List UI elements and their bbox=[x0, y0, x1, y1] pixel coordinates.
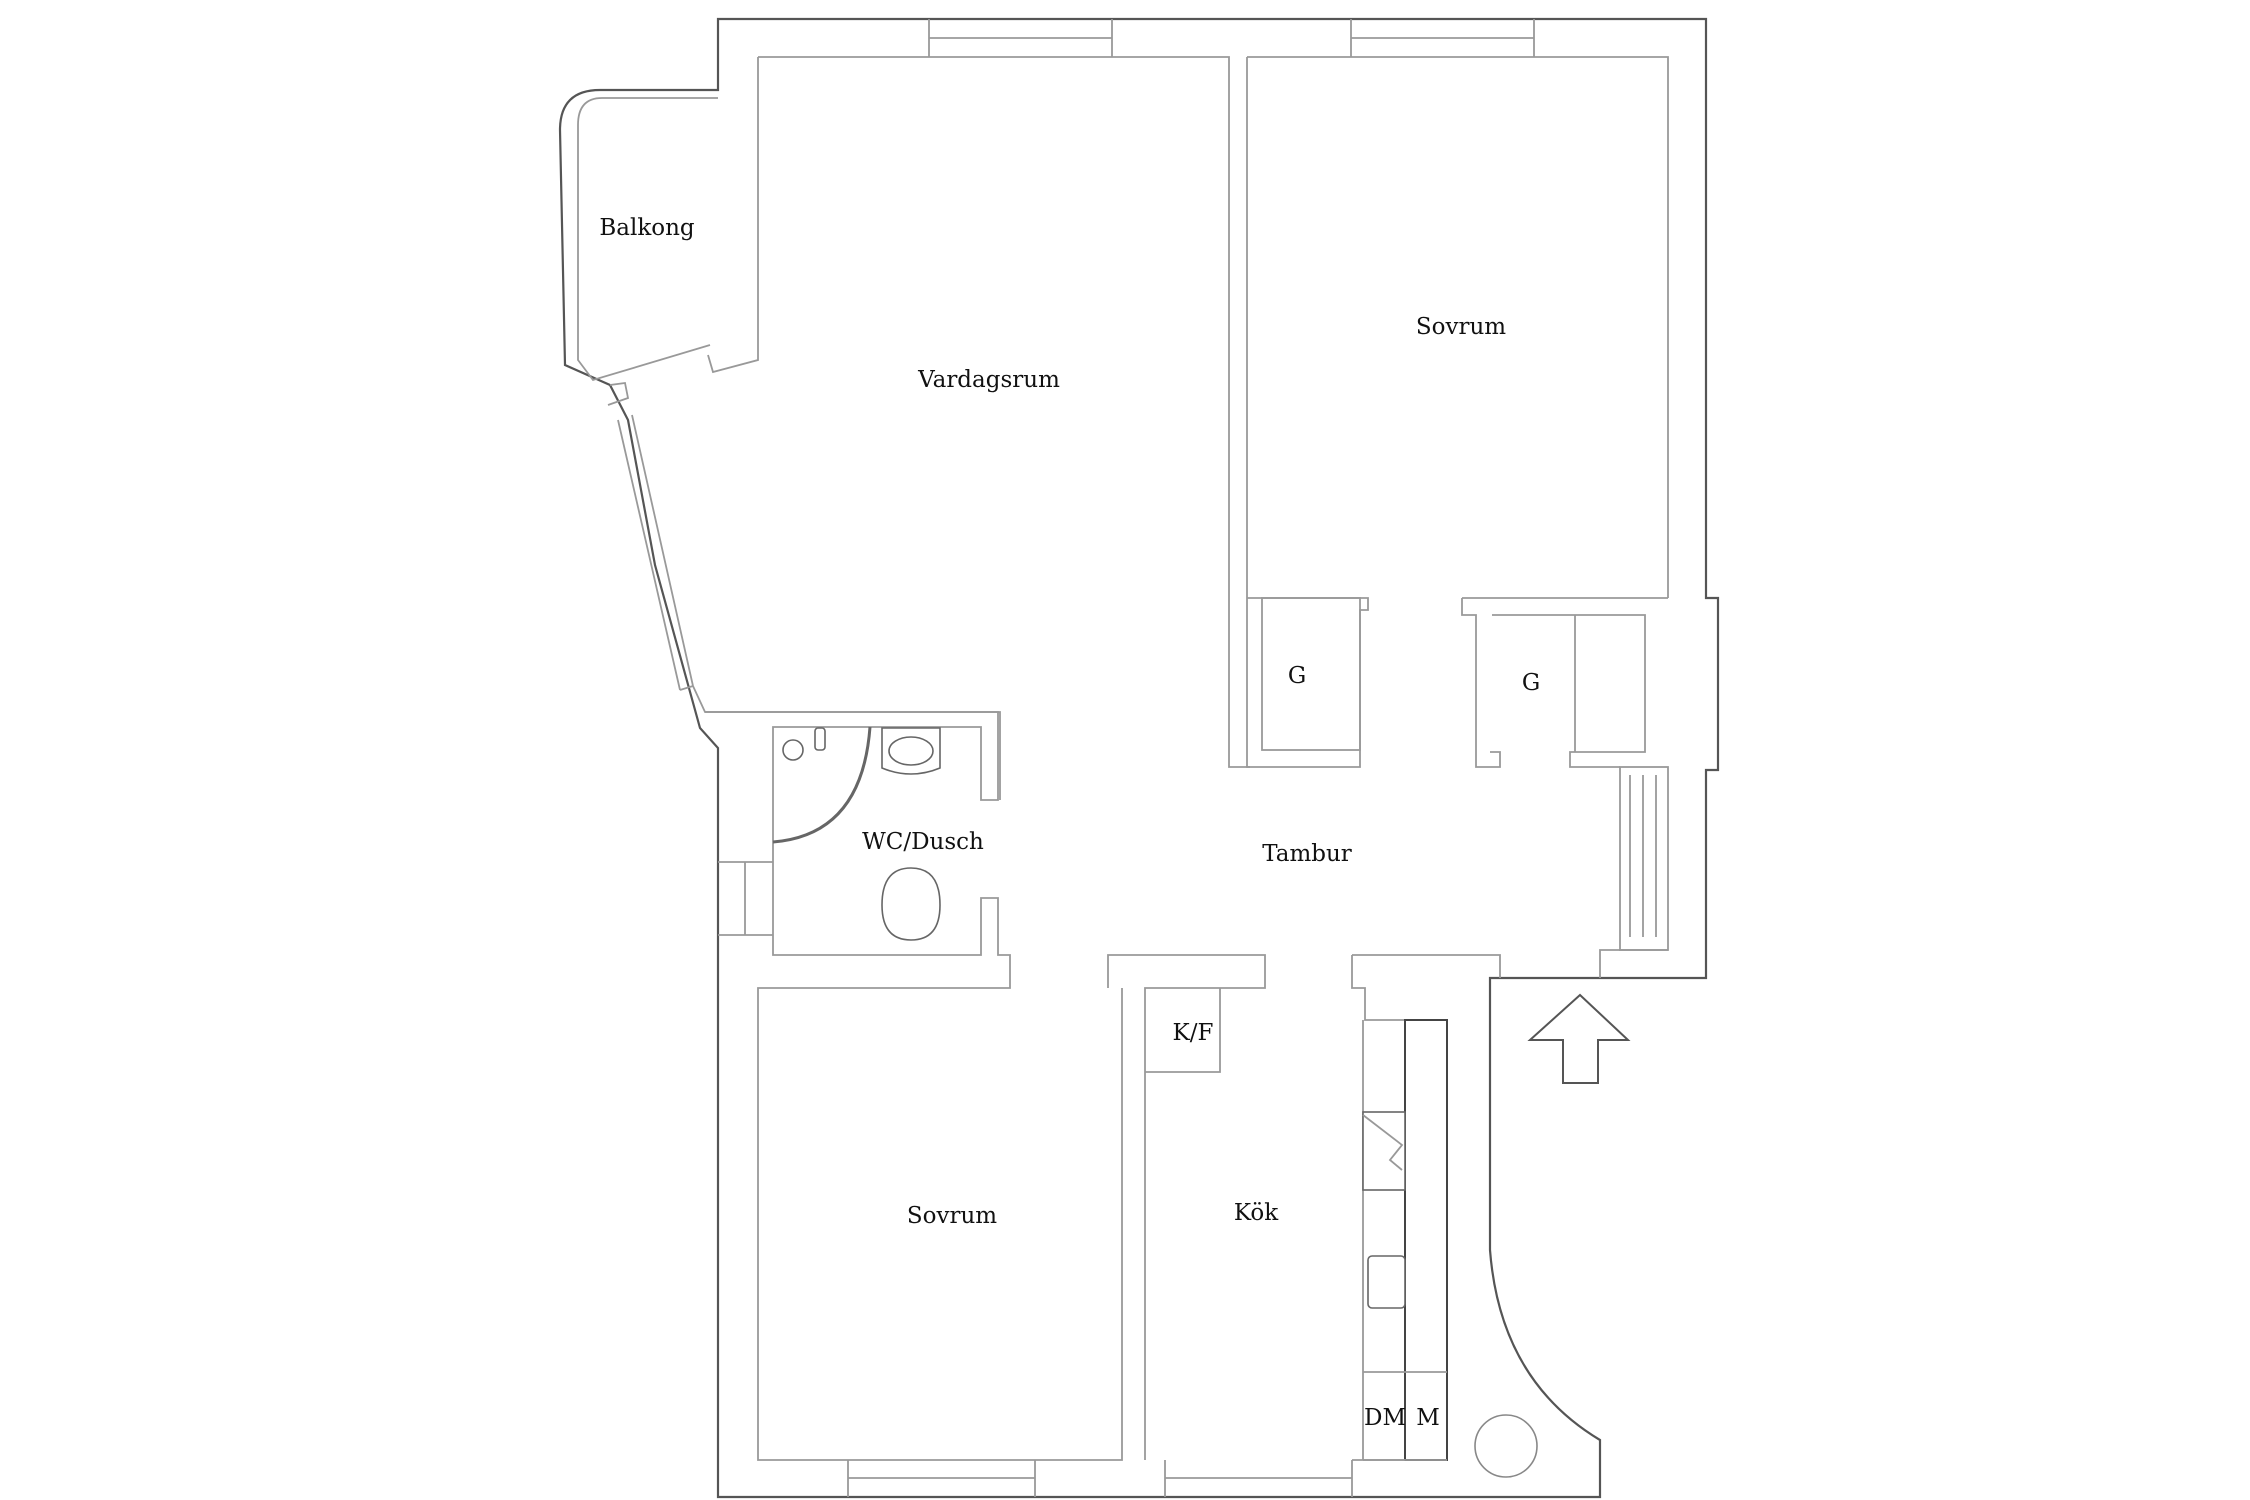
window-wc bbox=[718, 861, 773, 936]
room-label-sovrum: Sovrum bbox=[1415, 314, 1507, 340]
toilet-icon bbox=[881, 867, 941, 941]
room-label-garderob: G bbox=[1287, 663, 1307, 689]
garderob-1 bbox=[1261, 597, 1361, 751]
balcony-inner bbox=[577, 97, 718, 382]
radiator bbox=[1619, 766, 1669, 951]
sovrum-right-walls bbox=[1246, 56, 1669, 768]
shower-head-icon bbox=[814, 727, 826, 751]
kitchen-sink-icon bbox=[1367, 1255, 1406, 1309]
label-microwave: M bbox=[1416, 1405, 1440, 1431]
living-left-wall bbox=[607, 381, 1001, 800]
wc-walls bbox=[705, 711, 1123, 1461]
room-label-tambur: Tambur bbox=[1262, 841, 1352, 867]
kitchen-walls bbox=[1107, 954, 1501, 1460]
radiator-fins bbox=[1629, 775, 1657, 937]
room-label-garderob: G bbox=[1521, 670, 1541, 696]
kitchen-counter bbox=[1404, 1019, 1448, 1461]
room-label-sovrum: Sovrum bbox=[906, 1203, 998, 1229]
window-bottom-left bbox=[847, 1460, 1036, 1497]
stair-column-icon bbox=[1474, 1414, 1538, 1478]
window-top-right bbox=[1350, 19, 1535, 57]
window-bottom-right bbox=[1164, 1460, 1353, 1497]
room-label-wc-dusch: WC/Dusch bbox=[862, 829, 984, 855]
room-label-kf: K/F bbox=[1172, 1020, 1214, 1046]
room-label-kok: Kök bbox=[1233, 1200, 1279, 1226]
shower-door bbox=[772, 726, 872, 844]
shower-drain-icon bbox=[782, 739, 804, 761]
label-dishwasher: DM bbox=[1364, 1405, 1406, 1431]
garderob-2 bbox=[1492, 614, 1646, 768]
room-label-vardagsrum: Vardagsrum bbox=[918, 367, 1060, 393]
window-top-left bbox=[928, 19, 1113, 57]
stove-icon bbox=[1362, 1111, 1406, 1191]
hall-wall bbox=[1599, 949, 1668, 978]
arrow-up-icon bbox=[1527, 993, 1631, 1084]
vardagsrum-walls bbox=[707, 56, 1250, 768]
outer-wall bbox=[558, 17, 1720, 1499]
room-label-balkong: Balkong bbox=[599, 215, 695, 241]
